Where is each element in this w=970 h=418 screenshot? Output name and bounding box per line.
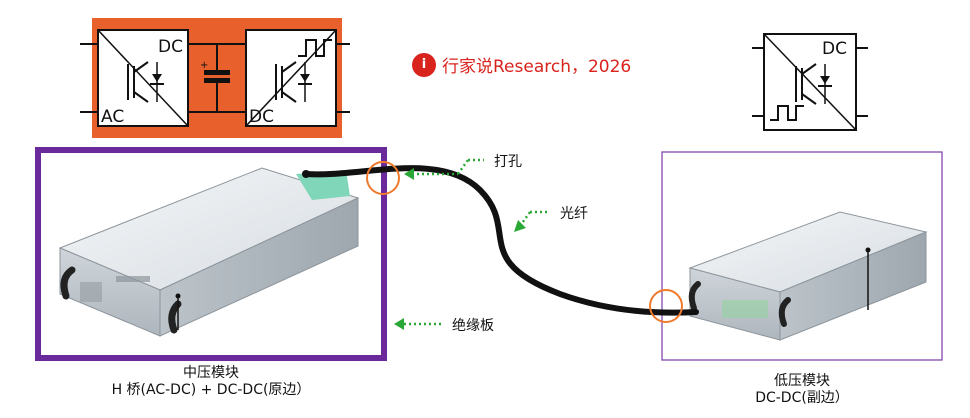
lv-handle-left bbox=[688, 281, 701, 311]
mv-module-frame bbox=[35, 147, 387, 361]
lv-module-caption: 低压模块 DC-DC(副边） bbox=[722, 373, 882, 407]
converter-schematic-ac-dc: + DC AC DC bbox=[80, 18, 350, 138]
callout-arrow-fiber bbox=[514, 210, 548, 232]
brand-logo-icon: i bbox=[412, 52, 436, 77]
hole-marker-mv bbox=[366, 161, 400, 195]
callout-arrow-hole bbox=[404, 158, 484, 180]
mv-module-caption: 中压模块 H 桥(AC-DC) + DC-DC(原边） bbox=[56, 365, 366, 399]
lv-handle-right bbox=[778, 297, 791, 327]
label-ac: AC bbox=[101, 107, 124, 127]
callout-fiber-label: 光纤 bbox=[560, 206, 588, 222]
callout-arrow-insulation bbox=[394, 318, 444, 330]
callout-insulation-label: 绝缘板 bbox=[452, 318, 494, 334]
mv-handle-left bbox=[60, 266, 76, 300]
converter-schematic-dc: DC bbox=[752, 33, 868, 131]
label-dc-left: DC bbox=[158, 37, 183, 57]
lv-module-subtitle: DC-DC(副边） bbox=[755, 390, 849, 406]
label-dc-small: DC bbox=[822, 39, 847, 59]
mv-handle-right bbox=[168, 300, 182, 334]
lv-module-frame bbox=[661, 151, 943, 361]
label-dc-right: DC bbox=[249, 107, 274, 127]
mv-module-title: 中压模块 bbox=[183, 365, 239, 381]
brand: i 行家说Research，2026 bbox=[412, 52, 631, 77]
brand-text: 行家说Research，2026 bbox=[442, 57, 632, 77]
lv-module-title: 低压模块 bbox=[774, 373, 830, 389]
svg-text:+: + bbox=[200, 60, 208, 71]
mv-module-subtitle: H 桥(AC-DC) + DC-DC(原边） bbox=[111, 382, 311, 398]
mv-module-enclosure bbox=[58, 167, 360, 337]
lv-module-enclosure bbox=[688, 211, 928, 341]
mv-connector-block bbox=[296, 170, 350, 200]
optical-fiber-cable bbox=[303, 165, 699, 316]
hole-marker-lv bbox=[649, 289, 683, 323]
callout-hole-label: 打孔 bbox=[494, 154, 522, 170]
